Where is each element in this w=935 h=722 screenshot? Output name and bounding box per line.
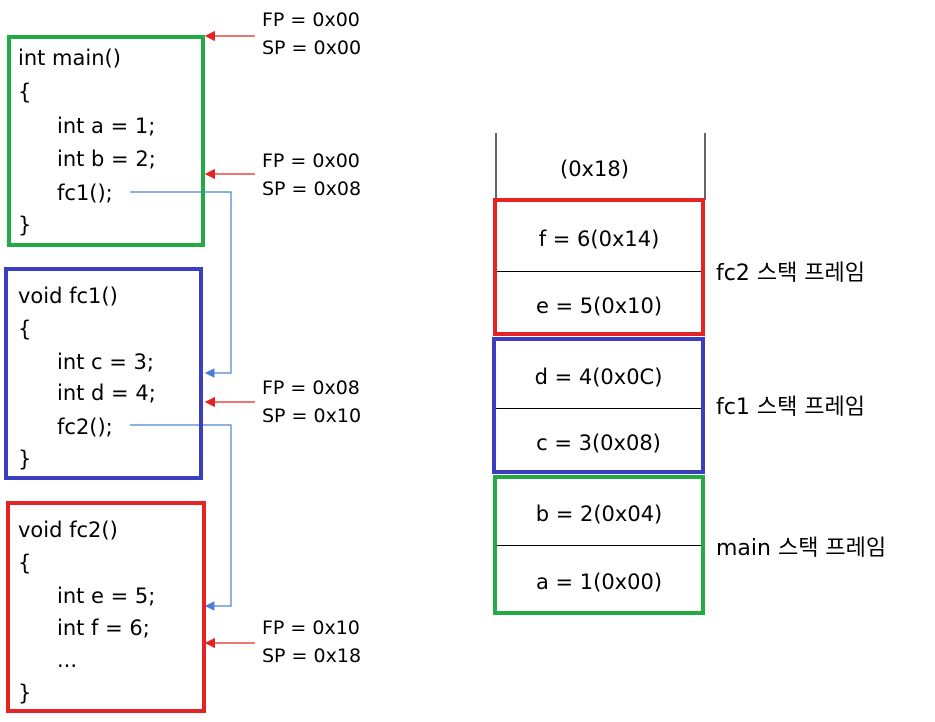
code-line: int e = 5; — [57, 584, 156, 608]
code-line: int a = 1; — [57, 114, 156, 138]
code-line: ... — [57, 648, 78, 672]
fp-annotation: FP = 0x00 — [262, 150, 360, 172]
fp-annotation: FP = 0x08 — [262, 377, 360, 399]
code-line: int b = 2; — [57, 147, 156, 171]
stack-cell: b = 2(0x04) — [535, 502, 663, 526]
stack-cell: e = 5(0x10) — [535, 294, 663, 318]
code-line: { — [18, 551, 32, 575]
stack-cell: c = 3(0x08) — [536, 431, 661, 455]
code-line: int f = 6; — [57, 616, 150, 640]
stack-divider — [497, 271, 701, 272]
code-line: fc1(); — [57, 181, 113, 205]
stack-top-label: (0x18) — [560, 157, 629, 181]
fc2-code-box: void fc2() { int e = 5; int f = 6; ... } — [6, 501, 206, 713]
fc1-code-box: void fc1() { int c = 3; int d = 4; fc2()… — [4, 267, 203, 480]
code-line: int d = 4; — [57, 381, 156, 405]
stack-frame-label: fc1 스택 프레임 — [716, 395, 866, 420]
code-line: fc2(); — [57, 415, 113, 439]
code-line: int c = 3; — [57, 350, 154, 374]
stack-cell: d = 4(0x0C) — [534, 365, 663, 389]
stack-cell: a = 1(0x00) — [535, 570, 663, 594]
main-stack-frame: b = 2(0x04) a = 1(0x00) — [493, 475, 705, 615]
code-line: void fc1() — [18, 284, 118, 308]
sp-annotation: SP = 0x10 — [262, 405, 362, 427]
main-code-box: int main() { int a = 1; int b = 2; fc1()… — [7, 35, 205, 247]
code-line: int main() — [18, 46, 121, 70]
code-line: { — [18, 317, 32, 341]
call-connector-fc1 — [130, 191, 232, 378]
call-connector-fc2 — [130, 424, 232, 611]
sp-annotation: SP = 0x00 — [262, 37, 362, 59]
stack-frame-label: fc2 스택 프레임 — [716, 261, 866, 286]
code-line: } — [18, 681, 32, 705]
code-line: void fc2() — [18, 518, 118, 542]
fc2-stack-frame: f = 6(0x14) e = 5(0x10) — [493, 198, 705, 336]
stack-divider — [497, 545, 701, 546]
stack-cell: f = 6(0x14) — [538, 227, 660, 251]
sp-annotation: SP = 0x08 — [262, 178, 362, 200]
fc1-stack-frame: d = 4(0x0C) c = 3(0x08) — [492, 337, 705, 474]
code-line: { — [18, 80, 32, 104]
stack-frame-label: main 스택 프레임 — [716, 536, 887, 561]
code-line: } — [18, 447, 32, 471]
code-line: } — [18, 213, 32, 237]
sp-annotation: SP = 0x18 — [262, 645, 362, 667]
fp-annotation: FP = 0x10 — [262, 617, 360, 639]
fp-annotation: FP = 0x00 — [262, 9, 360, 31]
stack-divider — [496, 408, 701, 409]
